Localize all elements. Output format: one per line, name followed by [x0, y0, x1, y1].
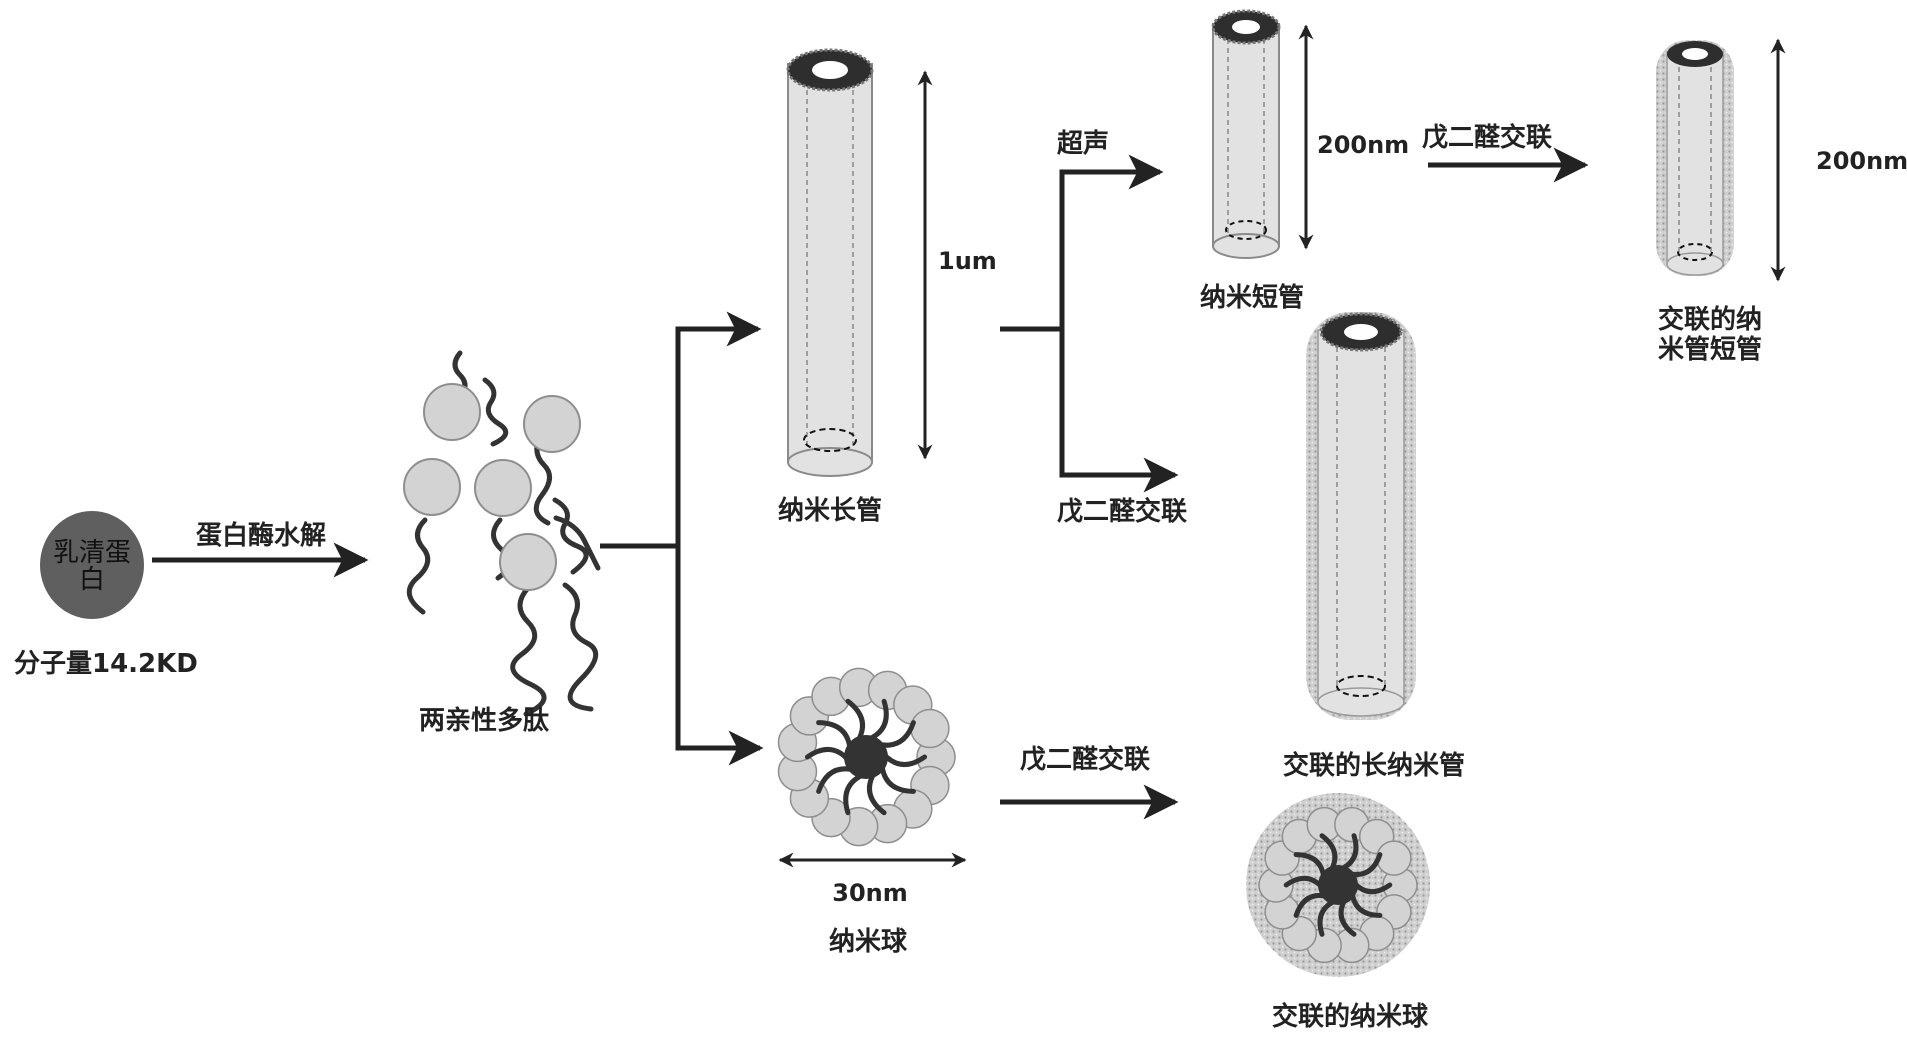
whey-protein-label-line2: 白 [78, 565, 105, 596]
sphere-peptide-chain [879, 761, 916, 794]
long-nanotube [786, 48, 874, 477]
crosslinked-nanosphere-label: 交联的纳米球 [1271, 1002, 1429, 1032]
short-tube-length-label: 200nm [1317, 131, 1410, 159]
crosslinked-nanosphere [1246, 793, 1430, 977]
branch-lines-peptide [600, 311, 764, 766]
crosslinked-long-nanotube [1306, 312, 1416, 720]
hydrolysis-label: 蛋白酶水解 [196, 521, 327, 551]
sphere-bead [910, 708, 950, 749]
glutaraldehyde-lower-label: 戊二醛交联 [1020, 745, 1151, 775]
glutaraldehyde-upper-label: 戊二醛交联 [1057, 497, 1188, 527]
sphere-peptide-chain [843, 771, 867, 816]
long-nanotube-label: 纳米长管 [777, 496, 883, 526]
ultrasound-label: 超声 [1057, 129, 1110, 159]
whey-protein-molecule [40, 511, 144, 619]
sphere-diameter-label: 30nm [832, 879, 908, 907]
amphiphilic-peptide-label: 两亲性多肽 [418, 706, 550, 736]
crosslinked-short-tube-label: 交联的纳 米管短管 [1657, 305, 1763, 366]
nanosphere [777, 667, 956, 847]
peptide-beads [403, 383, 581, 591]
sphere-peptide-chain [804, 747, 852, 763]
crosslinked-short-nanotube [1656, 40, 1734, 276]
molecular-weight-label: 分子量14.2KD [14, 649, 198, 679]
crosslinked-short-tube-label-line2: 米管短管 [1657, 334, 1763, 365]
nanosphere-label: 纳米球 [828, 927, 908, 957]
whey-protein-label: 乳清蛋 白 [40, 538, 144, 596]
short-nanotube-label: 纳米短管 [1199, 283, 1305, 313]
long-tube-length-label: 1um [938, 247, 997, 275]
whey-protein-label-line1: 乳清蛋 [52, 538, 131, 568]
sphere-peptide-chain [845, 698, 866, 745]
branch-lines-tube [1000, 154, 1179, 493]
short-nanotube [1211, 9, 1281, 259]
crosslinked-short-length-label: 200nm [1816, 147, 1907, 175]
crosslinked-long-tube-label: 交联的长纳米管 [1282, 751, 1466, 781]
glutaraldehyde-right-label: 戊二醛交联 [1422, 123, 1553, 153]
sphere-bead [1376, 840, 1412, 876]
crosslinked-short-tube-label-line1: 交联的纳 [1657, 305, 1763, 335]
